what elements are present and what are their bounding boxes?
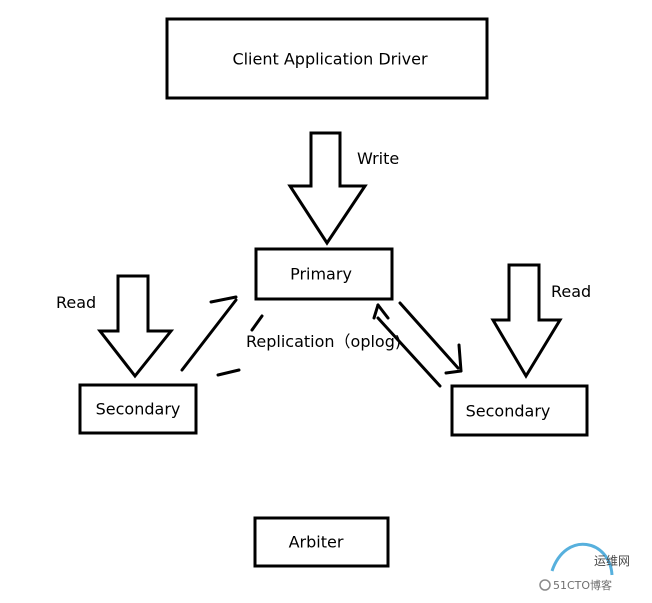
copyright-icon <box>539 579 551 591</box>
read-label-left: Read <box>56 293 96 312</box>
primary-label: Primary <box>290 265 352 284</box>
arbiter-node: Arbiter <box>253 516 390 568</box>
watermark-chinese: 运维网 <box>594 554 630 568</box>
replication-arrow-right <box>372 301 463 388</box>
client-box <box>165 17 489 100</box>
secondary-right-label: Secondary <box>466 402 551 421</box>
arbiter-box <box>253 516 390 568</box>
write-arrow: Write <box>287 131 399 246</box>
read-arrow-left: Read <box>56 274 175 379</box>
watermark-swoosh-icon <box>550 542 614 576</box>
secondary-left-node: Secondary <box>78 383 198 435</box>
secondary-right-box <box>450 384 589 437</box>
replication-arrow-left <box>180 295 264 377</box>
client-label: Client Application Driver <box>232 50 428 69</box>
secondary-left-label: Secondary <box>96 400 181 419</box>
secondary-left-box <box>78 383 198 435</box>
write-label: Write <box>357 149 399 168</box>
client-node: Client Application Driver <box>165 17 489 100</box>
primary-node: Primary <box>254 247 394 301</box>
replication-label: Replication（oplog) <box>246 332 401 351</box>
arbiter-label: Arbiter <box>289 533 344 552</box>
read-arrow-right: Read <box>490 263 591 379</box>
watermark-latin: 51CTO博客 <box>553 578 612 592</box>
watermark: 运维网 51CTO博客 <box>539 542 630 592</box>
secondary-right-node: Secondary <box>450 384 589 437</box>
read-label-right: Read <box>551 282 591 301</box>
primary-box <box>254 247 394 301</box>
